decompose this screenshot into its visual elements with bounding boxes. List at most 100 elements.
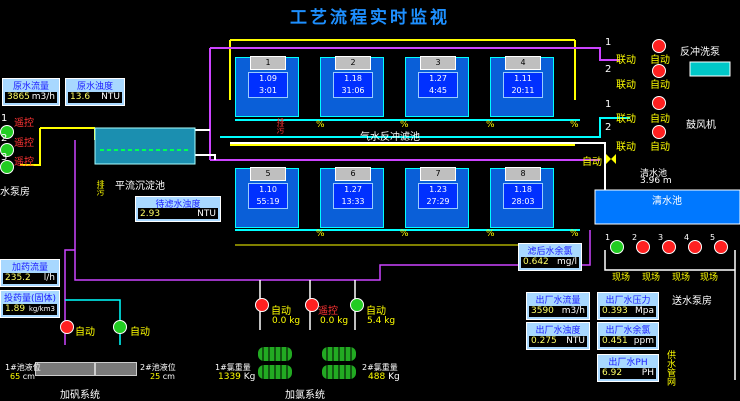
- dosing-pump-1-auto[interactable]: 自动: [75, 327, 95, 338]
- chlorine-w1-value: 1339: [218, 372, 241, 382]
- filter-top-pct-2: %: [400, 120, 409, 130]
- blower-1-auto[interactable]: 自动: [650, 114, 670, 125]
- supply-4-onsite[interactable]: 现场: [700, 273, 719, 283]
- chlorinator-1-value: 0.0: [272, 316, 287, 326]
- outlet-cl-value: 0.451: [602, 336, 628, 347]
- chlorinator-3-auto[interactable]: 自动: [366, 306, 386, 317]
- blower-2[interactable]: [652, 125, 666, 139]
- backwash-pump-1[interactable]: [652, 39, 666, 53]
- filter-2-id: 2: [335, 56, 371, 70]
- chlorine-cylinder-1: [258, 347, 292, 361]
- sed-drain-label: 排污: [96, 180, 105, 196]
- dosing-pump-2-auto[interactable]: 自动: [130, 327, 150, 338]
- filter-1-v2: 3:01: [259, 86, 277, 95]
- supply-pump-5[interactable]: [714, 240, 728, 254]
- backwash-1-linkage[interactable]: 联动: [616, 55, 636, 66]
- intake-3-remote[interactable]: 遥控: [14, 157, 34, 168]
- backwash-1-number: 1: [605, 37, 612, 48]
- after-filter-cl-value: 0.642: [523, 257, 549, 268]
- dosing-amount-label: 投药量(固体): [3, 294, 57, 304]
- backwash-2-auto[interactable]: 自动: [650, 80, 670, 91]
- dosing-system-label: 加矾系统: [60, 390, 100, 401]
- clear-tank-label: 清水池: [652, 196, 682, 207]
- outlet-valve-auto[interactable]: 自动: [582, 157, 602, 168]
- dosing-tank-1-unit: cm: [22, 372, 35, 381]
- chlorinator-1[interactable]: [255, 298, 269, 312]
- dosing-pump-1[interactable]: [60, 320, 74, 334]
- chlorinator-1-auto[interactable]: 自动: [271, 306, 291, 317]
- supply-pump-1[interactable]: [610, 240, 624, 254]
- blower-2-auto[interactable]: 自动: [650, 142, 670, 153]
- filter-top-pct-4: %: [570, 120, 579, 130]
- dosing-pump-2[interactable]: [113, 320, 127, 334]
- supply-pump-house-label: 送水泵房: [672, 296, 712, 307]
- outlet-ph-value: 6.92: [602, 368, 623, 379]
- blower-2-number: 2: [605, 122, 612, 133]
- dosing-tank-1-label: 1#池液位: [5, 363, 41, 372]
- outlet-press-value: 0.393: [602, 306, 628, 317]
- chlorinator-3[interactable]: [350, 298, 364, 312]
- filter-bot-pct-3: %: [486, 229, 495, 239]
- dosing-tank-1: [35, 362, 95, 376]
- supply-2-onsite[interactable]: 现场: [642, 273, 661, 283]
- chlorinator-3-unit: kg: [384, 316, 396, 326]
- filter-4-id: 4: [505, 56, 541, 70]
- clear-top-label: 清水池: [640, 169, 668, 179]
- filter-bot-pct-2: %: [400, 229, 409, 239]
- filter-1-id: 1: [250, 56, 286, 70]
- outlet-flow-label: 出厂水流量: [535, 296, 581, 306]
- intake-pump-1[interactable]: [0, 125, 14, 139]
- dosing-rate-value: 235.2: [5, 273, 31, 284]
- filter-4-v1: 1.11: [514, 74, 532, 83]
- supply-3-onsite[interactable]: 现场: [672, 273, 691, 283]
- chlorinator-2-remote[interactable]: 遥控: [318, 306, 338, 317]
- backwash-pump-2[interactable]: [652, 64, 666, 78]
- blower-1-linkage[interactable]: 联动: [616, 114, 636, 125]
- intake-pump-2[interactable]: [0, 143, 14, 157]
- backwash-2-number: 2: [605, 64, 612, 75]
- raw-turb-value: 13.6: [70, 92, 91, 103]
- blower-2-linkage[interactable]: 联动: [616, 142, 636, 153]
- intake-pump-3[interactable]: [0, 160, 14, 174]
- supply-pump-2[interactable]: [636, 240, 650, 254]
- filter-5-id: 5: [250, 167, 286, 181]
- supply-5-number: 5: [710, 233, 716, 242]
- raw-flow-unit: m3/h: [31, 92, 55, 103]
- chlorine-w2-unit: Kg: [388, 372, 400, 382]
- supply-1-onsite[interactable]: 现场: [612, 273, 631, 283]
- backwash-1-auto[interactable]: 自动: [650, 55, 670, 66]
- supply-pump-4[interactable]: [688, 240, 702, 254]
- intake-2-remote[interactable]: 遥控: [14, 138, 34, 149]
- sed-turb-value: 2.93: [140, 208, 161, 219]
- outlet-valve-icon[interactable]: [606, 154, 616, 164]
- blower-1-number: 1: [605, 99, 612, 110]
- filter-2-v1: 1.18: [344, 74, 362, 83]
- filter-3-v1: 1.27: [429, 74, 447, 83]
- chlorine-system-label: 加氯系统: [285, 390, 325, 401]
- supply-4-number: 4: [684, 233, 690, 242]
- backwash-2-linkage[interactable]: 联动: [616, 80, 636, 91]
- intake-1-number: 1: [1, 113, 8, 124]
- blower-1[interactable]: [652, 96, 666, 110]
- chlorine-cylinder-4: [322, 365, 356, 379]
- chlorinator-2[interactable]: [305, 298, 319, 312]
- intake-1-remote[interactable]: 遥控: [14, 118, 34, 129]
- filter-3-id: 3: [420, 56, 456, 70]
- chlorinator-2-value: 0.0: [320, 316, 335, 326]
- chlorinator-3-value: 5.4: [367, 316, 382, 326]
- supply-pump-3[interactable]: [662, 240, 676, 254]
